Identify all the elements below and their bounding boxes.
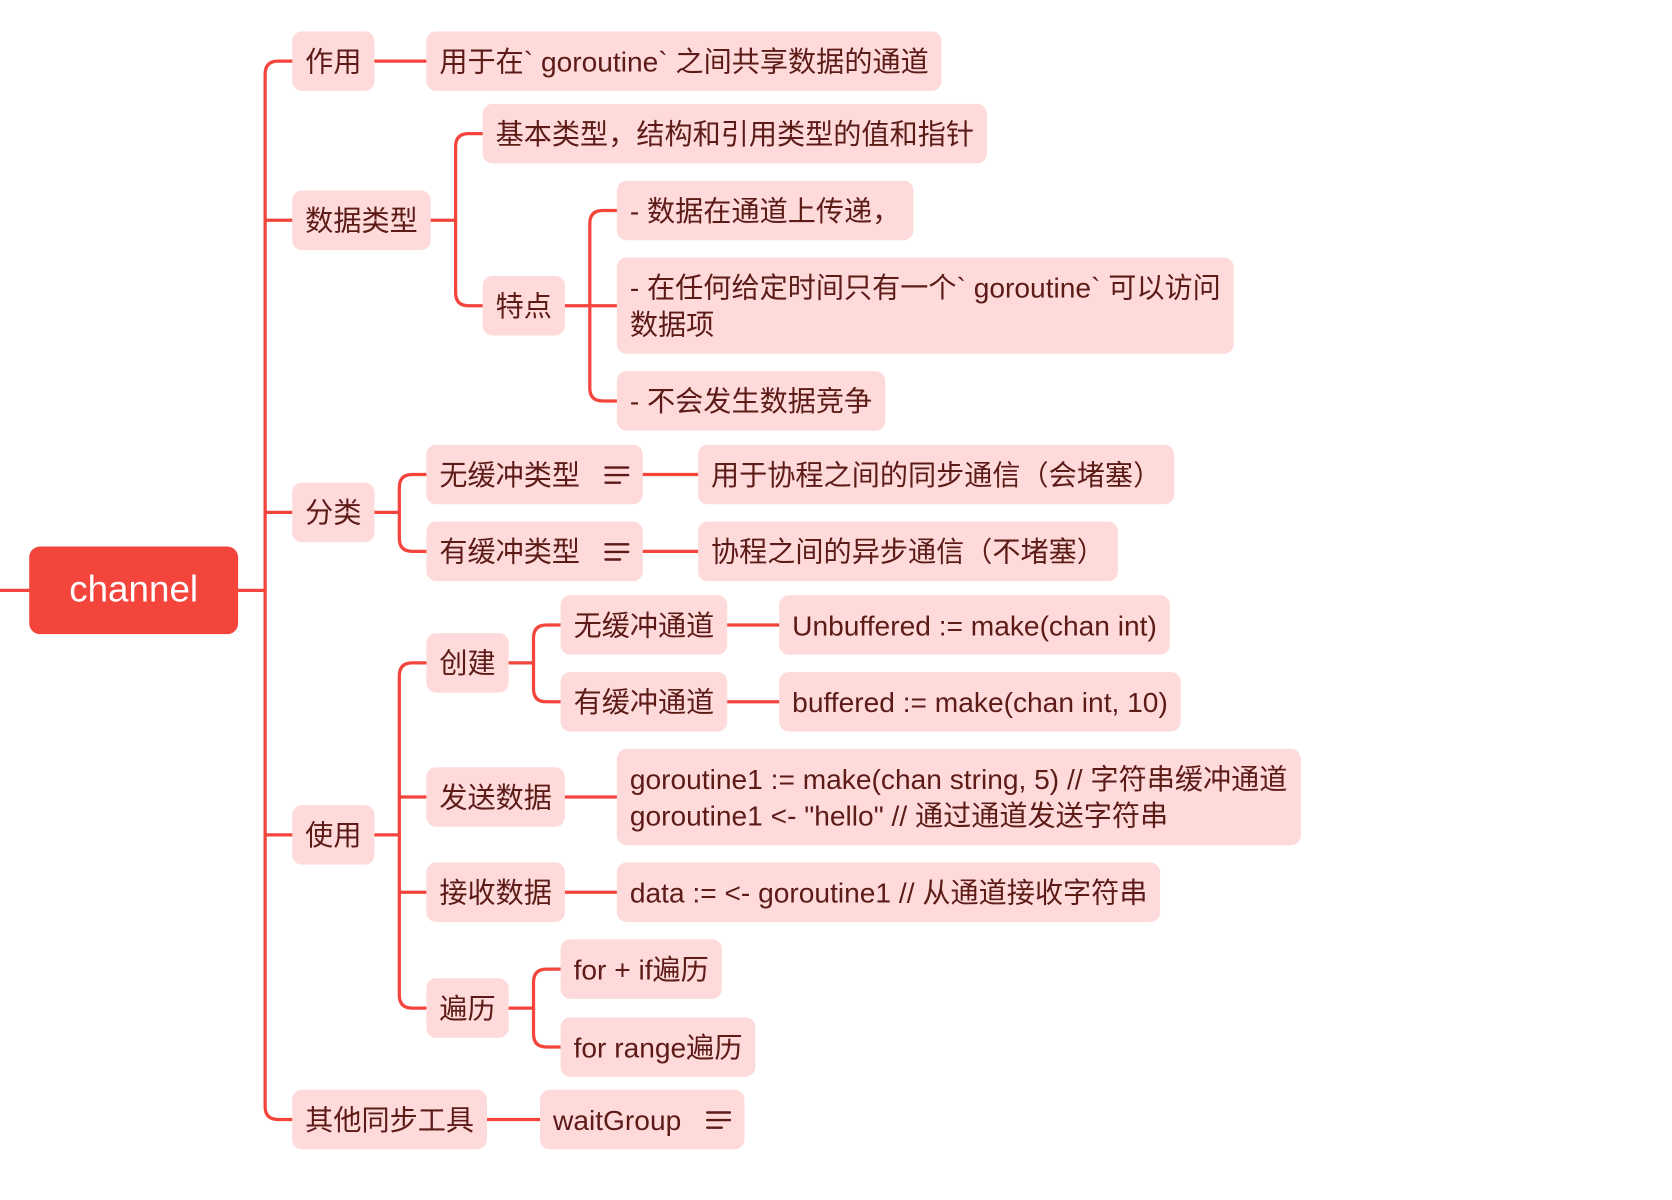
connector-spine (397, 661, 429, 1010)
subtopic-label: 特点 (495, 289, 552, 322)
notes-icon-glyph (705, 1110, 731, 1129)
subtopic-waitgroup[interactable]: waitGroup (540, 1089, 745, 1150)
subtopic-purpose-description[interactable]: 用于在` goroutine` 之间共享数据的通道 (426, 31, 942, 91)
topic-label: 分类 (305, 496, 362, 529)
topic-label: 使用 (305, 818, 362, 852)
subtopic-for-range-iterate[interactable]: for range遍历 (560, 1017, 756, 1077)
notes-icon[interactable] (705, 1101, 731, 1138)
code-receive-data[interactable]: data := <- goroutine1 // 从通道接收字符串 (616, 862, 1161, 923)
subtopic-label: for range遍历 (573, 1030, 743, 1064)
subtopic-label: Unbuffered := make(chan int) (792, 608, 1157, 642)
notes-icon[interactable] (604, 456, 630, 493)
subtopic-label: waitGroup (553, 1103, 682, 1136)
subtopic-label: goroutine1 := make(chan string, 5) // 字符… (629, 762, 1288, 832)
subtopic-label: 无缓冲类型 (439, 458, 581, 491)
subtopic-label: 用于在` goroutine` 之间共享数据的通道 (439, 44, 929, 78)
subtopic-label: 接收数据 (439, 876, 552, 909)
subtopic-buffered-type[interactable]: 有缓冲类型 (426, 521, 643, 582)
topic-data-types[interactable]: 数据类型 (292, 190, 431, 250)
subtopic-sync-communication[interactable]: 用于协程之间的同步通信（会堵塞） (698, 444, 1175, 505)
subtopic-iterate[interactable]: 遍历 (426, 978, 509, 1038)
subtopic-unbuffered-channel[interactable]: 无缓冲通道 (560, 595, 728, 655)
subtopic-no-data-race[interactable]: - 不会发生数据竞争 (616, 371, 886, 431)
topic-purpose[interactable]: 作用 (292, 31, 375, 91)
subtopic-receive-data[interactable]: 接收数据 (426, 862, 565, 923)
subtopic-label: for + if遍历 (573, 952, 709, 986)
notes-icon-glyph (604, 542, 630, 561)
topic-label: 其他同步工具 (305, 1103, 475, 1136)
subtopic-single-goroutine-access[interactable]: - 在任何给定时间只有一个` goroutine` 可以访问 数据项 (616, 257, 1234, 354)
subtopic-label: data := <- goroutine1 // 从通道接收字符串 (629, 876, 1148, 909)
subtopic-label: 无缓冲通道 (573, 608, 715, 642)
subtopic-label: 有缓冲通道 (573, 685, 715, 719)
subtopic-value-types[interactable]: 基本类型，结构和引用类型的值和指针 (482, 103, 987, 164)
subtopic-label: 用于协程之间的同步通信（会堵塞） (711, 458, 1162, 491)
subtopic-send-data[interactable]: 发送数据 (426, 767, 565, 827)
notes-icon-glyph (604, 465, 630, 484)
topic-classification[interactable]: 分类 (292, 482, 375, 543)
code-unbuffered-make[interactable]: Unbuffered := make(chan int) (779, 595, 1170, 655)
subtopic-label: 基本类型，结构和引用类型的值和指针 (495, 117, 974, 150)
subtopic-label: - 数据在通道上传递， (629, 194, 901, 227)
subtopic-label: 遍历 (439, 991, 496, 1025)
subtopic-label: 协程之间的异步通信（不堵塞） (711, 535, 1105, 568)
notes-icon[interactable] (604, 533, 630, 570)
subtopic-data-passed-on-channel[interactable]: - 数据在通道上传递， (616, 180, 914, 241)
connector-spine (453, 132, 485, 308)
topic-label: 作用 (305, 44, 362, 78)
topic-label: 数据类型 (305, 203, 418, 237)
topic-usage[interactable]: 使用 (292, 805, 375, 865)
subtopic-buffered-channel[interactable]: 有缓冲通道 (560, 672, 728, 732)
connector-spine (531, 967, 563, 1049)
subtopic-label: 创建 (439, 646, 496, 680)
subtopic-label: - 在任何给定时间只有一个` goroutine` 可以访问 数据项 (629, 271, 1221, 341)
subtopic-async-communication[interactable]: 协程之间的异步通信（不堵塞） (698, 521, 1118, 582)
root-topic[interactable]: channel (29, 546, 239, 635)
root-topic-label: channel (69, 569, 199, 611)
subtopic-label: 有缓冲类型 (439, 535, 581, 568)
subtopic-characteristics[interactable]: 特点 (482, 275, 565, 336)
subtopic-for-if-iterate[interactable]: for + if遍历 (560, 939, 722, 999)
connector-spine (531, 623, 563, 704)
subtopic-create[interactable]: 创建 (426, 633, 509, 693)
topic-other-sync-tools[interactable]: 其他同步工具 (292, 1089, 488, 1150)
code-send-data[interactable]: goroutine1 := make(chan string, 5) // 字符… (616, 748, 1301, 846)
subtopic-label: 发送数据 (439, 780, 552, 814)
connector-spine (397, 472, 429, 554)
connector-spine (263, 59, 294, 1122)
subtopic-unbuffered-type[interactable]: 无缓冲类型 (426, 444, 643, 505)
subtopic-label: buffered := make(chan int, 10) (792, 685, 1168, 719)
subtopic-label: - 不会发生数据竞争 (629, 384, 873, 418)
code-buffered-make[interactable]: buffered := make(chan int, 10) (779, 672, 1181, 732)
